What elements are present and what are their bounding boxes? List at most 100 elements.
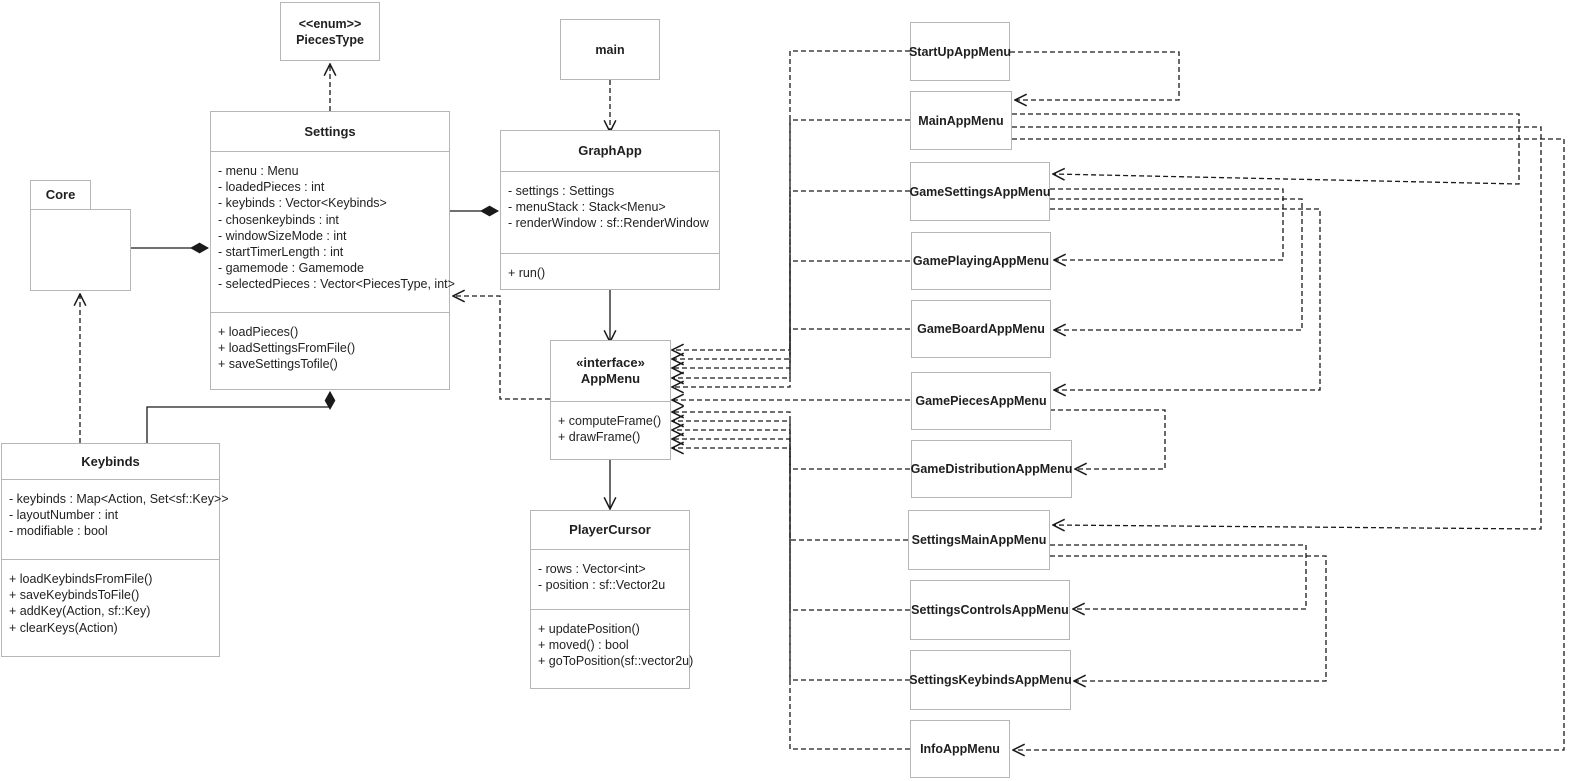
class-title: main [595,42,625,57]
realization-startup-to-appmenu[interactable] [672,50,910,350]
class-title-compartment: «interface»AppMenu [551,341,670,401]
class-title: AppMenu [580,371,641,386]
realization-mainmenu-to-appmenu[interactable] [672,119,910,359]
class-infomenu[interactable]: InfoAppMenu [910,720,1010,778]
class-gamedistribution[interactable]: GameDistributionAppMenu [911,440,1072,498]
class-title: GamePlayingAppMenu [912,254,1050,268]
class-title: SettingsMainAppMenu [911,533,1047,547]
dependency-gamesettings-to-gamepieces[interactable] [1050,208,1321,390]
methods-compartment: + loadKeybindsFromFile() + saveKeybindsTo… [2,559,219,636]
class-gamepieces[interactable]: GamePiecesAppMenu [911,372,1051,430]
class-title: SettingsKeybindsAppMenu [909,673,1072,687]
composition-keybinds-to-settings[interactable] [146,392,330,443]
class-stereotype: «interface» [576,355,645,370]
class-mainmenu[interactable]: MainAppMenu [910,91,1012,150]
class-title: Keybinds [81,453,140,469]
class-title-compartment: GraphApp [501,131,719,171]
class-title: PiecesType [296,32,364,47]
class-piecestype[interactable]: <<enum>>PiecesType [280,2,380,61]
realization-settingscontrols-to-appmenu[interactable] [672,430,910,611]
class-settingskeybinds[interactable]: SettingsKeybindsAppMenu [909,650,1072,710]
attributes-compartment: - settings : Settings- menuStack : Stack… [501,171,719,253]
attribute-row: - layoutNumber : int [9,508,119,523]
method-row: + drawFrame() [558,430,641,445]
class-startup[interactable]: StartUpAppMenu [908,22,1012,81]
method-row: + loadSettingsFromFile() [218,341,356,356]
dependency-mainmenu-to-settingsmain[interactable] [1012,126,1542,529]
class-gameboard[interactable]: GameBoardAppMenu [911,300,1051,358]
class-title: StartUpAppMenu [908,44,1012,59]
class-title: Settings [304,123,356,139]
attribute-row: - keybinds : Map<Action, Set<sf::Key>> [9,492,229,506]
methods-compartment: + run() [501,253,719,281]
attribute-row: - renderWindow : sf::RenderWindow [508,216,709,231]
class-title: SettingsControlsAppMenu [911,603,1069,617]
class-title: GameBoardAppMenu [917,322,1045,336]
realization-gamedistribution-to-appmenu[interactable] [672,412,910,470]
package-body [30,209,131,291]
class-title: GameDistributionAppMenu [910,462,1073,476]
class-playercursor[interactable]: PlayerCursor- rows : Vector<int>- positi… [530,510,694,689]
attribute-row: - keybinds : Vector<Keybinds> [218,196,387,211]
class-main[interactable]: main [560,19,660,80]
dependency-mainmenu-to-gamesettings[interactable] [1012,113,1520,185]
method-row: + addKey(Action, sf::Key) [9,604,151,619]
dependency-settingsmain-to-settingskeybinds[interactable] [1050,555,1327,681]
dependency-mainmenu-to-infomenu[interactable] [1012,138,1565,750]
class-graphapp[interactable]: GraphApp - settings : Settings- menuStack… [500,130,720,290]
realization-gameboard-to-appmenu[interactable] [672,328,910,387]
attribute-row: - modifiable : bool [9,524,108,539]
class-settingscontrols[interactable]: SettingsControlsAppMenu [910,580,1070,640]
attribute-row: - chosenkeybinds : int [218,212,339,227]
methods-compartment: + computeFrame()+ drawFrame() [551,401,670,445]
method-row: + run() [508,266,546,280]
methods-compartment: + loadPieces() + loadSettingsFromFile()+ … [211,312,449,373]
class-settings[interactable]: Settings - menu : Menu- loadedPieces : in… [210,111,455,390]
attribute-row: - rows : Vector<int> [538,562,646,576]
class-title: GraphApp [578,143,642,158]
attribute-row: - gamemode : Gamemode [218,261,364,276]
package-tab: Core [30,180,91,210]
class-title-compartment: Keybinds [2,444,219,479]
realization-gameplaying-to-appmenu[interactable] [672,260,910,378]
methods-compartment: + updatePosition() + moved() : bool+ goTo… [531,609,694,670]
method-row: + saveKeybindsToFile() [9,588,140,603]
attributes-compartment: - rows : Vector<int>- position : sf::Vec… [531,549,689,609]
method-row: + goToPosition(sf::vector2u) [538,654,694,669]
class-gameplaying[interactable]: GamePlayingAppMenu [911,232,1051,290]
class-keybinds[interactable]: Keybinds - keybinds : Map<Action, Set<sf:… [1,443,229,657]
class-title: MainAppMenu [918,113,1004,128]
class-title: GameSettingsAppMenu [909,184,1051,199]
dependency-gamesettings-to-gameplaying[interactable] [1050,188,1284,260]
class-settingsmain[interactable]: SettingsMainAppMenu [908,510,1050,570]
class-title: PlayerCursor [569,522,651,537]
attribute-row: - startTimerLength : int [218,245,344,260]
method-row: + loadPieces() [218,325,299,339]
dependency-gamepieces-to-gamedistribution[interactable] [1050,409,1166,469]
method-row: + updatePosition() [538,622,640,636]
attribute-row: - selectedPieces : Vector<PiecesType, in… [218,277,455,292]
class-gamesettings[interactable]: GameSettingsAppMenu [909,162,1051,221]
dependency-appmenu-to-settings[interactable] [453,296,550,400]
class-title: InfoAppMenu [920,742,1000,756]
dependency-settingsmain-to-settingscontrols[interactable] [1050,544,1307,609]
attribute-row: - settings : Settings [508,184,615,198]
method-row: + loadKeybindsFromFile() [9,572,153,586]
method-row: + saveSettingsTofile() [218,357,338,372]
realization-infomenu-to-appmenu[interactable] [672,448,910,750]
attributes-compartment: - keybinds : Map<Action, Set<sf::Key>>- … [2,479,229,559]
method-row: + moved() : bool [538,638,629,653]
class-appmenu[interactable]: «interface»AppMenu+ computeFrame()+ draw… [550,340,671,460]
realization-settingskeybinds-to-appmenu[interactable] [672,439,910,681]
class-stereotype: <<enum>> [298,16,362,31]
attribute-row: - windowSizeMode : int [218,228,347,243]
dependency-startup-to-mainmenu[interactable] [1010,51,1180,100]
class-title-compartment: PlayerCursor [531,511,689,549]
attributes-compartment: - menu : Menu- loadedPieces : int- keybi… [211,151,455,312]
dependency-gamesettings-to-gameboard[interactable] [1050,198,1303,330]
class-core[interactable]: Core [30,180,131,291]
method-row: + clearKeys(Action) [9,620,118,635]
attribute-row: - position : sf::Vector2u [538,578,666,593]
